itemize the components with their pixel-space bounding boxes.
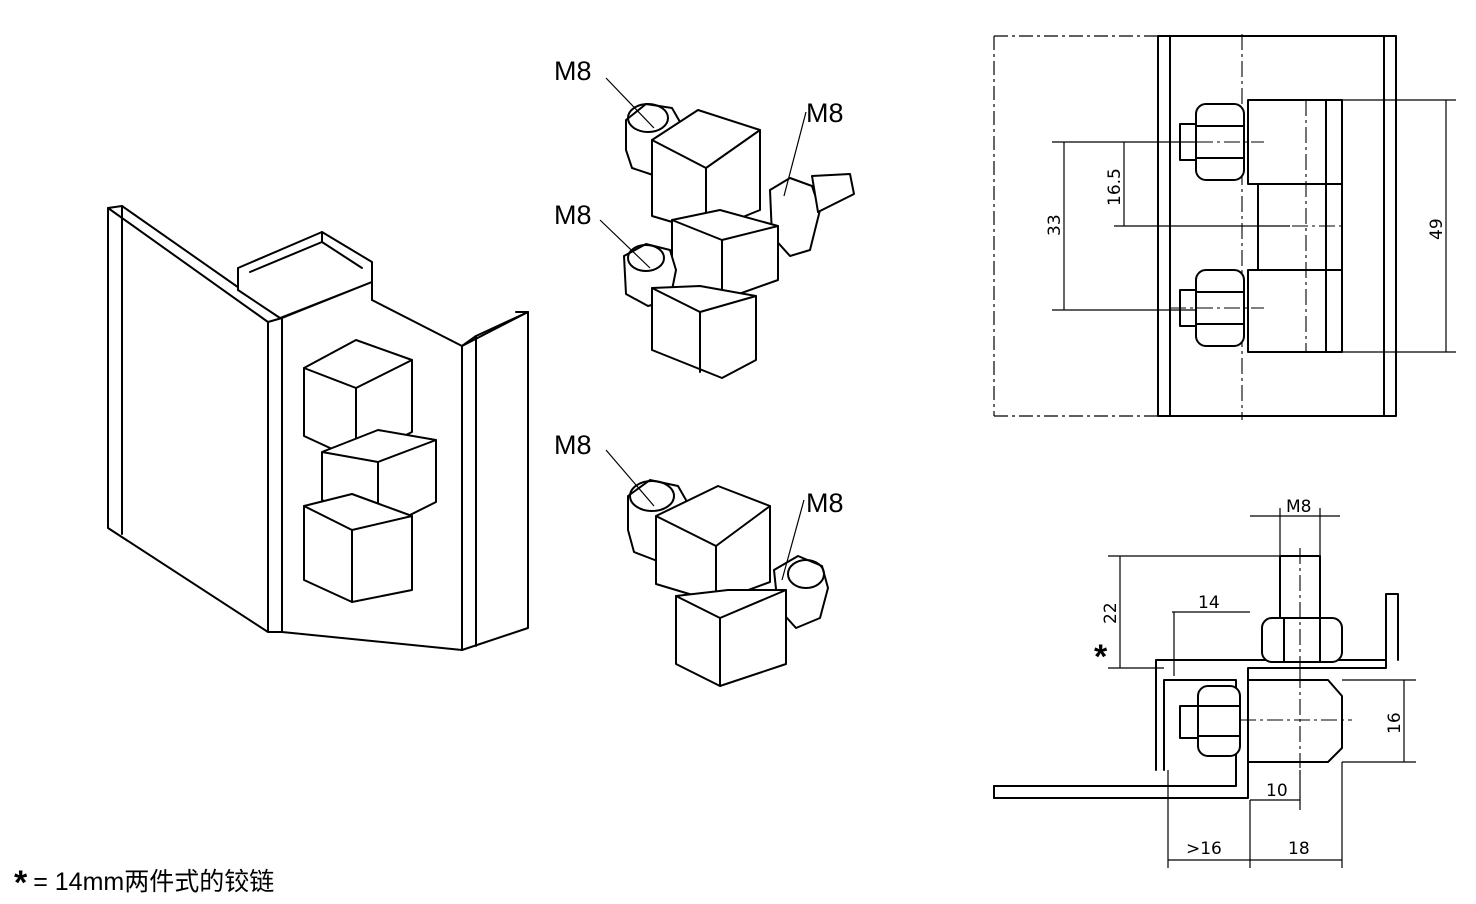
footnote-star: * xyxy=(14,864,28,902)
footnote: *= 14mm两件式的铰链 xyxy=(14,862,274,903)
dim-16-5: 16.5 xyxy=(1105,168,1125,206)
callout-m8-bottom-right: M8 xyxy=(806,488,844,518)
dim-gt16: >16 xyxy=(1186,839,1222,859)
footnote-text: = 14mm两件式的铰链 xyxy=(33,868,275,896)
callout-m8-top-left: M8 xyxy=(554,56,592,86)
dim-33: 33 xyxy=(1045,214,1065,236)
front-view: 49 33 16.5 xyxy=(993,34,1456,420)
dim-49: 49 xyxy=(1427,218,1447,240)
star-marker: * xyxy=(1094,638,1108,676)
dim-10: 10 xyxy=(1266,781,1288,801)
dim-22: 22 xyxy=(1101,602,1121,624)
section-view: M8 14 22 * 16 10 >16 18 xyxy=(993,497,1416,868)
hinge-two-knuckle xyxy=(627,479,829,687)
callout-m8-mid-left: M8 xyxy=(554,200,592,230)
dim-m8: M8 xyxy=(1286,497,1311,517)
dim-18: 18 xyxy=(1288,839,1310,859)
iso-hinge-assembly xyxy=(107,205,529,651)
callout-m8-bottom-left: M8 xyxy=(554,430,592,460)
callout-m8-top-right: M8 xyxy=(806,98,844,128)
hinge-three-knuckle xyxy=(623,103,855,379)
dim-14: 14 xyxy=(1198,593,1220,613)
dim-16: 16 xyxy=(1385,712,1405,734)
m8-callouts: M8 M8 M8 M8 M8 xyxy=(554,56,844,581)
